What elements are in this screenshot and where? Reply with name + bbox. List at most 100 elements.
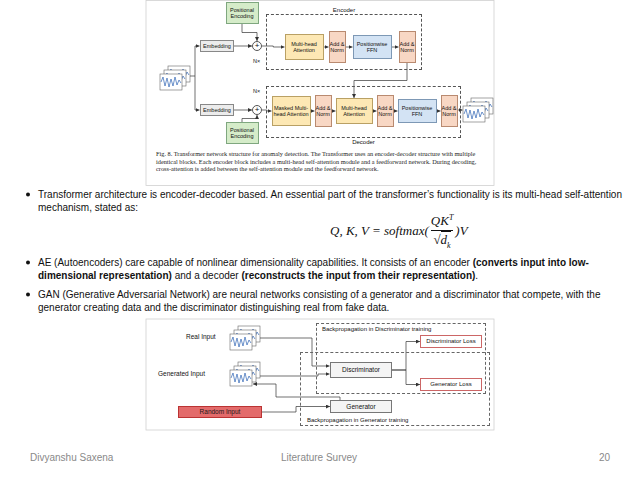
wire bbox=[190, 76, 195, 77]
group-heading: Backpropagation in Discriminator trainin… bbox=[322, 326, 431, 333]
connector-arrow bbox=[242, 24, 257, 41]
bullet-dot bbox=[26, 293, 30, 297]
wire bbox=[195, 110, 200, 111]
box-label: Discriminator Loss bbox=[426, 338, 475, 345]
figure-frame bbox=[146, 1, 494, 186]
box-label: Discriminator bbox=[342, 366, 380, 373]
wire bbox=[195, 46, 196, 110]
connector-arrow bbox=[346, 47, 353, 48]
attention-box: Multi-head Attention bbox=[336, 98, 373, 124]
connector-arrow bbox=[234, 46, 252, 47]
figure-caption: Fig. 8. Transformer network structure fo… bbox=[156, 150, 486, 173]
add-norm-box: Add & Norm bbox=[377, 95, 394, 127]
add-norm-box: Add & Norm bbox=[441, 95, 458, 127]
bullet-text: (reconstructs the input from their repre… bbox=[241, 270, 475, 281]
box-label: Add & Norm bbox=[442, 105, 457, 117]
stack-group: DecoderMasked Multi-head AttentionAdd & … bbox=[266, 86, 461, 138]
box-label: + bbox=[255, 42, 260, 50]
formula-part: k bbox=[447, 241, 451, 250]
input-label: Real Input bbox=[186, 333, 216, 340]
box-label: Random Input bbox=[200, 408, 241, 415]
box-label: Multi-head Attention bbox=[286, 41, 323, 53]
sum-circle: + bbox=[252, 105, 262, 115]
wire bbox=[253, 384, 340, 400]
signal-stack bbox=[230, 326, 260, 350]
sum-circle: + bbox=[252, 41, 262, 51]
box-label: Positionwise FFN bbox=[399, 105, 436, 117]
connector-arrow bbox=[354, 63, 407, 98]
box-label: Positionwise FFN bbox=[354, 41, 391, 53]
figure-frame bbox=[146, 319, 494, 430]
connector-arrow bbox=[392, 342, 420, 371]
formula-part: √ bbox=[433, 232, 440, 247]
attention-box: Masked Multi-head Attention bbox=[272, 96, 311, 126]
add-norm-box: Add & Norm bbox=[315, 95, 332, 127]
connector-arrow bbox=[392, 47, 399, 48]
ffn-box: Positionwise FFN bbox=[353, 35, 392, 59]
encoding-box: Positional Encoding bbox=[226, 122, 259, 144]
bullet-text: . bbox=[475, 270, 478, 281]
attention-box: Multi-head Attention bbox=[285, 34, 324, 60]
group-heading: Encoder bbox=[267, 7, 421, 14]
bullet-dot bbox=[26, 261, 30, 265]
network-box: Generator bbox=[330, 400, 392, 413]
footer-text: Divyanshu Saxena bbox=[30, 452, 113, 463]
connector-arrow bbox=[262, 407, 330, 413]
signal-stack bbox=[463, 98, 493, 122]
box-label: Embedding bbox=[203, 107, 231, 113]
loss-box: Discriminator Loss bbox=[420, 335, 482, 348]
stack-group: EncoderMulti-head AttentionAdd & NormPos… bbox=[266, 14, 422, 70]
group-heading: Decoder bbox=[267, 139, 460, 146]
formula-fraction: QKT √dk bbox=[431, 213, 454, 250]
box-label: Masked Multi-head Attention bbox=[273, 105, 310, 117]
repeat-label: N× bbox=[253, 58, 260, 64]
wire bbox=[195, 46, 200, 47]
formula-part: T bbox=[449, 213, 453, 222]
box-label: Positional Encoding bbox=[227, 7, 258, 19]
formula-numerator: QKT bbox=[431, 213, 454, 229]
box-label: Add & Norm bbox=[400, 41, 415, 53]
bullet-text: GAN (Generative Adversarial Network) are… bbox=[38, 288, 623, 314]
box-label: Multi-head Attention bbox=[337, 105, 372, 117]
connector-arrow bbox=[392, 370, 420, 385]
bullet-text: and a decoder bbox=[175, 270, 239, 281]
signal-stack bbox=[160, 66, 190, 90]
network-box: Discriminator bbox=[330, 362, 392, 378]
input-label: Generated Input bbox=[158, 370, 205, 377]
bullet-dot bbox=[26, 193, 30, 197]
bullet-paragraph: AE (Autoencoders) care capable of nonlin… bbox=[38, 256, 623, 282]
loss-box: Generator Loss bbox=[420, 378, 482, 391]
connector-arrow bbox=[234, 110, 252, 111]
box-label: Add & Norm bbox=[330, 41, 345, 53]
connector-arrow bbox=[242, 115, 257, 122]
add-norm-box: Add & Norm bbox=[399, 31, 416, 63]
box-label: Add & Norm bbox=[316, 105, 331, 117]
training-region: Backpropagation in Generator training bbox=[300, 352, 490, 426]
attention-formula: Q, K, V = softmax(QKT√dk)V bbox=[330, 213, 468, 250]
radicand: dk bbox=[441, 231, 451, 247]
embedding-box: Embedding bbox=[200, 104, 234, 116]
footer-text: Literature Survey bbox=[240, 452, 398, 463]
footer-text: 20 bbox=[560, 452, 610, 463]
group-heading: Backpropagation in Generator training bbox=[307, 417, 408, 424]
box-label: Positional Encoding bbox=[227, 127, 258, 139]
ffn-box: Positionwise FFN bbox=[398, 99, 437, 123]
box-label: Generator bbox=[346, 403, 375, 410]
formula-part: d bbox=[441, 232, 448, 247]
repeat-label: N× bbox=[253, 88, 260, 94]
wire bbox=[260, 374, 330, 376]
formula-part: Q, K, V = softmax( bbox=[330, 223, 429, 239]
box-label: Generator Loss bbox=[430, 381, 471, 388]
bullet-text: AE (Autoencoders) care capable of nonlin… bbox=[38, 257, 470, 268]
embedding-box: Embedding bbox=[200, 40, 234, 52]
add-norm-box: Add & Norm bbox=[329, 31, 346, 63]
encoding-box: Positional Encoding bbox=[226, 2, 259, 24]
formula-denominator: √dk bbox=[433, 232, 450, 250]
box-label: Embedding bbox=[203, 43, 231, 49]
formula-part: )V bbox=[455, 223, 467, 239]
bullet-text: Transformer architecture is encoder-deco… bbox=[38, 188, 623, 214]
signal-stack bbox=[230, 362, 260, 386]
formula-part: QK bbox=[431, 213, 449, 228]
input-box: Random Input bbox=[178, 406, 262, 418]
